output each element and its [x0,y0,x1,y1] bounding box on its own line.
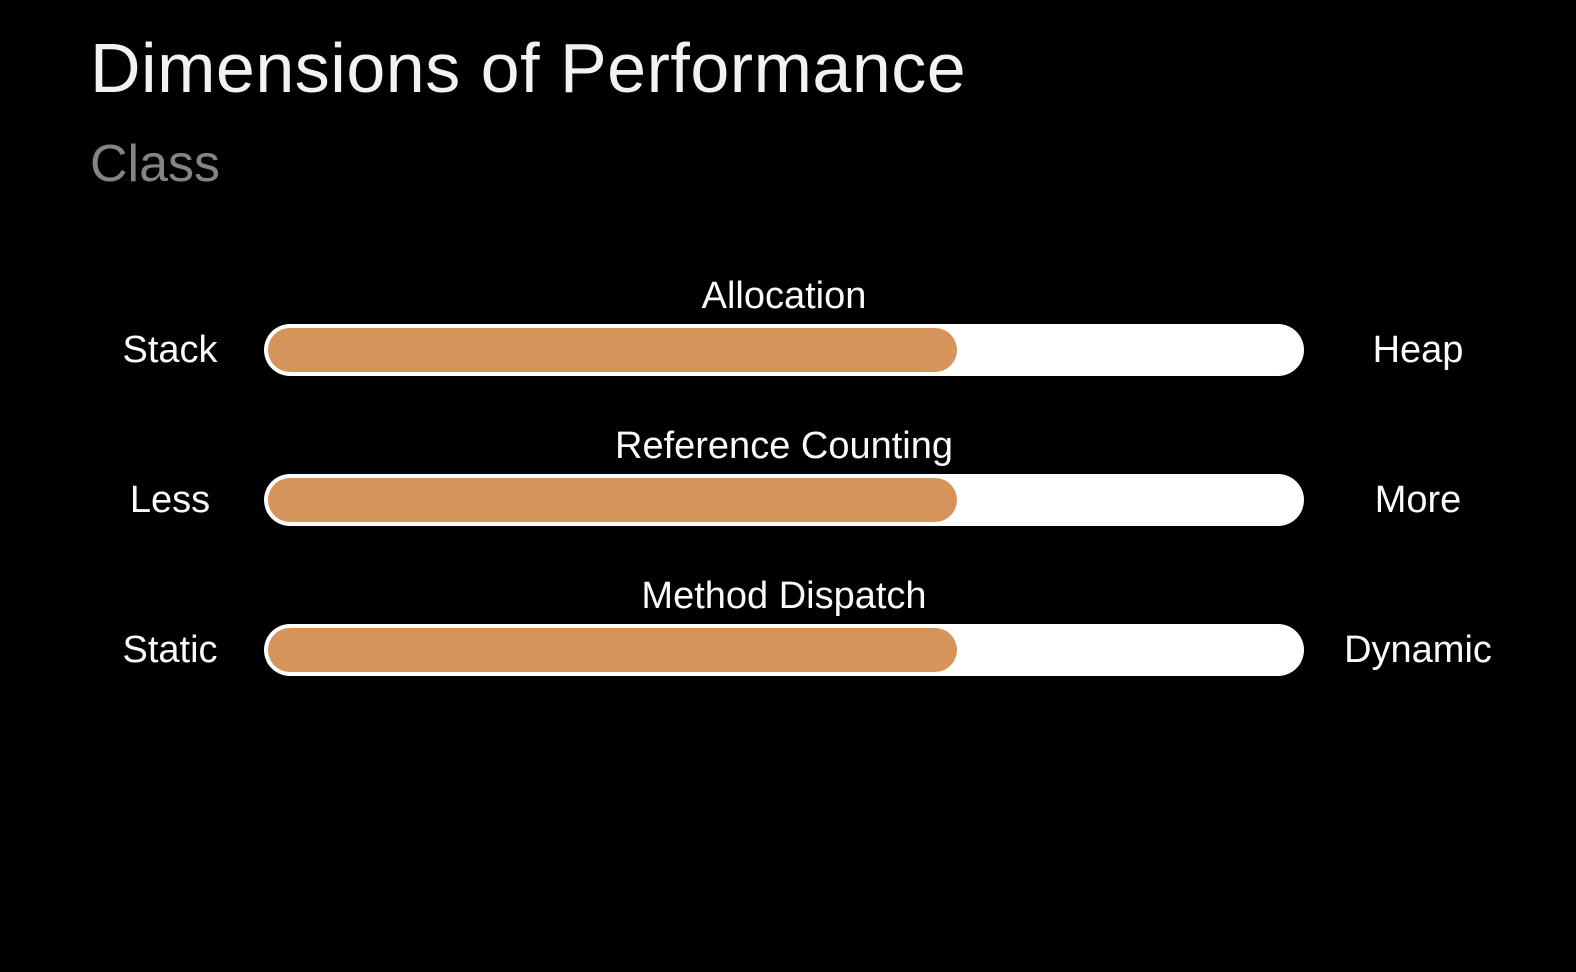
bar-max-label: Heap [1372,329,1464,371]
bar-track [264,624,1304,676]
bar-fill [268,328,957,372]
bar-track [264,474,1304,526]
bar-title-method-dispatch: Method Dispatch [641,575,927,617]
dimension-row-allocation: Allocation Stack Heap [0,270,1576,420]
bar-title-reference-counting: Reference Counting [615,425,953,467]
bar-track [264,324,1304,376]
page-subtitle: Class [90,135,221,193]
bar-fill [268,628,957,672]
bar-fill [268,478,957,522]
dimension-bars: Allocation Stack Heap Reference Counting… [0,270,1576,720]
bar-min-label: Less [129,479,211,521]
bar-max-label: Dynamic [1344,629,1492,671]
dimension-row-method-dispatch: Method Dispatch Static Dynamic [0,570,1576,720]
dimension-row-reference-counting: Reference Counting Less More [0,420,1576,570]
bar-min-label: Static [122,629,218,671]
page-title: Dimensions of Performance [90,29,967,107]
bar-min-label: Stack [122,329,218,371]
bar-max-label: More [1374,479,1462,521]
bar-title-allocation: Allocation [701,275,867,317]
